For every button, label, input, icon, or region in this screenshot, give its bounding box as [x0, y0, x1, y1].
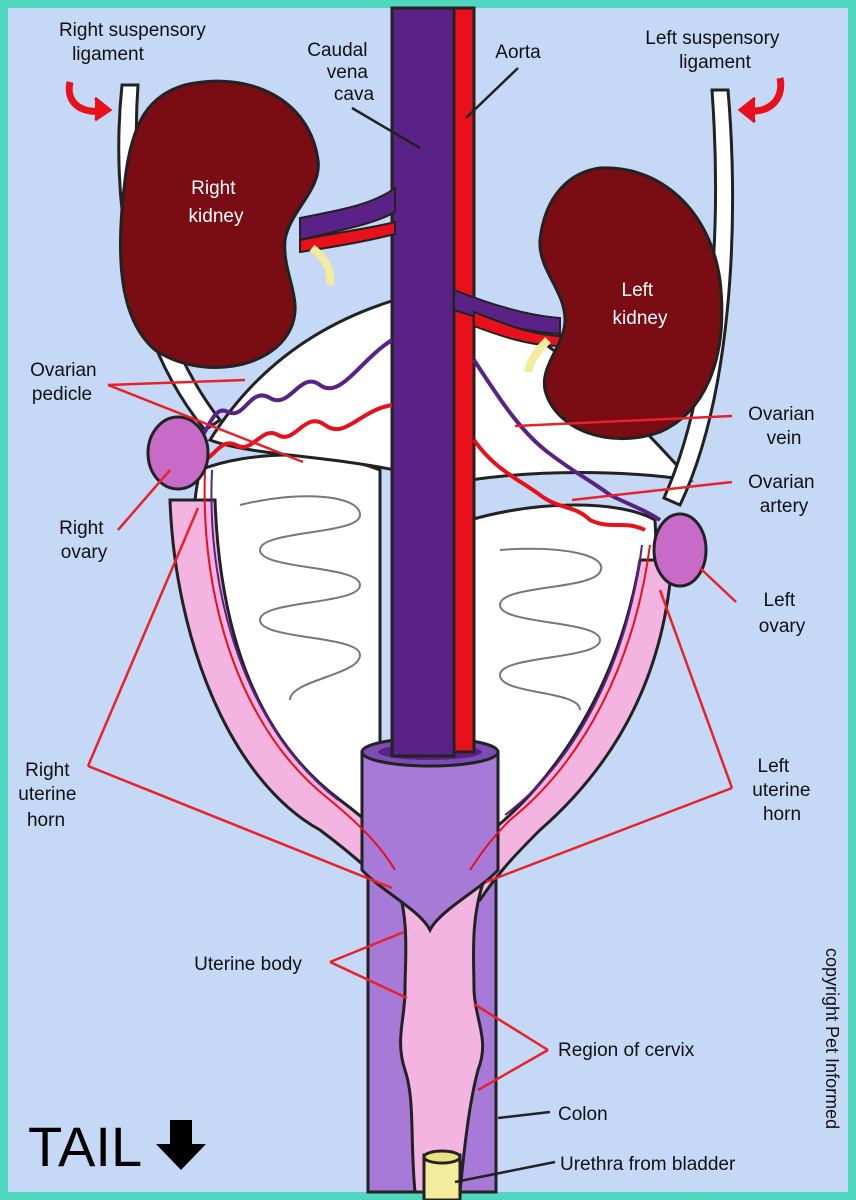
aorta-label: Aorta [495, 42, 541, 63]
ovarian-pedicle-label: Ovarian pedicle [30, 360, 102, 405]
right-kidney [118, 79, 320, 369]
left-ovary [652, 512, 708, 588]
vena-cava-label: Caudal vena cava [307, 40, 374, 105]
renal-vessels [299, 186, 561, 373]
uterine-vessels [203, 469, 651, 871]
caudal-vena-cava [390, 6, 456, 758]
copyright-label: copyright Pet Informed [822, 948, 842, 1129]
right-ovary-label: Right ovary [59, 518, 109, 563]
mesentery-folds [239, 495, 603, 711]
tail-label: TAIL [28, 1115, 142, 1178]
right-ovary [146, 415, 210, 491]
right-kidney-label: Right kidney [189, 178, 244, 227]
ovarian-vein-label: Ovarian vein [748, 404, 820, 449]
left-ovary-label: Left ovary [759, 590, 806, 637]
uterine-body-label: Uterine body [194, 954, 302, 975]
left-kidney-label: Left kidney [613, 280, 668, 329]
left-uterine-horn-label: Left uterine horn [752, 756, 815, 825]
black-pointer-lines [351, 67, 556, 1184]
colon-label: Colon [558, 1104, 608, 1125]
ovarian-artery-label: Ovarian artery [748, 472, 820, 517]
urethra [422, 1149, 462, 1200]
pointer-lines [86, 378, 737, 1092]
cervix-label: Region of cervix [558, 1040, 695, 1061]
left-suspensory-label: Left suspensory ligament [645, 28, 784, 73]
curved-arrow-icon [65, 77, 785, 124]
right-suspensory-label: Right suspensory ligament [59, 20, 211, 65]
down-arrow-icon [156, 1120, 206, 1170]
right-uterine-horn-label: Right uterine horn [18, 760, 81, 831]
urethra-label: Urethra from bladder [560, 1154, 736, 1175]
ovarian-vessels [198, 338, 662, 532]
aorta [452, 6, 476, 754]
